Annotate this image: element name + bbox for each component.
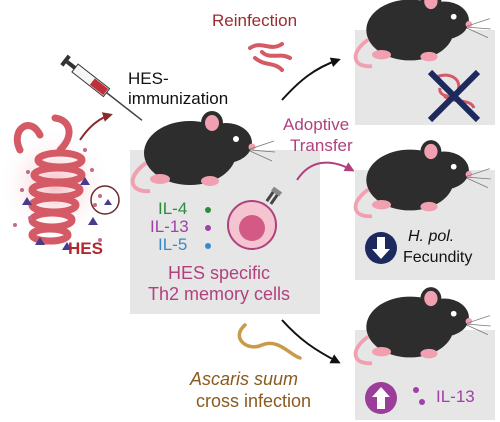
reinfection-arrow xyxy=(281,57,341,101)
hes-immunization-label-1: HES- xyxy=(128,69,169,88)
il13-right-dot-2 xyxy=(419,399,425,405)
adoptive-transfer-label-2: Transfer xyxy=(290,136,353,155)
il13-right-dot-1 xyxy=(413,387,419,393)
th2-cell-icon xyxy=(227,186,283,250)
hes-label: HES xyxy=(68,239,103,258)
hpol-label: H. pol. xyxy=(408,228,455,245)
immunized-mouse-icon xyxy=(130,109,277,194)
hes-specific-label-2: Th2 memory cells xyxy=(148,284,291,304)
ascaris-mouse-icon xyxy=(353,285,493,366)
adoptive-transfer-label-1: Adoptive xyxy=(283,115,350,134)
down-arrow-icon xyxy=(365,232,397,264)
hes-immunization-label-2: immunization xyxy=(128,89,229,108)
ascaris-worm-icon xyxy=(237,323,302,360)
il5-label: IL-5 xyxy=(158,235,188,254)
reinfection-mouse-icon xyxy=(353,0,493,69)
ascaris-label-1: Ascaris suum xyxy=(190,369,299,389)
hes-worm-icon xyxy=(0,114,120,250)
fecundity-label: Fecundity xyxy=(403,249,473,266)
adoptive-transfer-arrow xyxy=(296,161,355,181)
il13-dot xyxy=(205,225,211,231)
il4-dot xyxy=(205,207,211,213)
il13-label: IL-13 xyxy=(150,217,189,236)
reinfection-worm-icon xyxy=(248,42,292,72)
syringe-icon xyxy=(60,54,143,121)
transfer-mouse-icon xyxy=(353,138,493,219)
up-arrow-icon xyxy=(365,382,397,414)
reinfection-label: Reinfection xyxy=(212,11,298,30)
ascaris-label-2: cross infection xyxy=(196,391,312,411)
il5-dot xyxy=(205,243,211,249)
hes-to-immunization-arrow xyxy=(79,112,113,141)
ascaris-arrow xyxy=(281,319,341,364)
hes-specific-label-1: HES specific xyxy=(168,263,271,283)
crossed-worm-icon xyxy=(427,69,481,123)
il13-right-label: IL-13 xyxy=(436,387,475,406)
il4-label: IL-4 xyxy=(158,199,188,218)
